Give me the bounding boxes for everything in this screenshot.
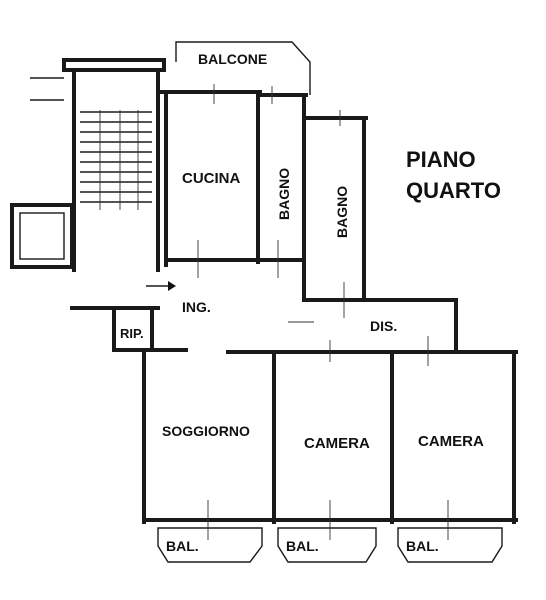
bedroom-2-walls bbox=[390, 350, 518, 524]
bathroom-1-label: BAGNO bbox=[276, 168, 292, 220]
storage-label: RIP. bbox=[120, 326, 144, 341]
bedroom-2-label: CAMERA bbox=[418, 433, 484, 450]
balcony-outlines bbox=[157, 527, 503, 563]
kitchen-walls bbox=[156, 90, 262, 267]
balcone-outline bbox=[175, 41, 311, 95]
living-room-label: SOGGIORNO bbox=[162, 423, 250, 439]
balcony-3-label: BAL. bbox=[406, 538, 439, 554]
floor-title-line2: QUARTO bbox=[406, 178, 501, 203]
balcony-1-label: BAL. bbox=[166, 538, 199, 554]
bedroom-1-label: CAMERA bbox=[304, 435, 370, 452]
living-room-walls bbox=[142, 350, 278, 524]
bathroom-2-label: BAGNO bbox=[334, 186, 350, 238]
entrance-walls bbox=[70, 281, 188, 352]
balcony-2-label: BAL. bbox=[286, 538, 319, 554]
stairwell bbox=[30, 58, 166, 272]
kitchen-label: CUCINA bbox=[182, 170, 240, 187]
bathroom-1-walls bbox=[256, 93, 308, 302]
elevator-shaft bbox=[10, 203, 74, 269]
entrance-label: ING. bbox=[182, 299, 211, 315]
floor-title-line1: PIANO bbox=[406, 147, 476, 172]
corridor-label: DIS. bbox=[370, 318, 397, 334]
bathroom-2-walls bbox=[302, 116, 458, 302]
door-window-marks bbox=[197, 84, 449, 540]
bedroom-1-walls bbox=[272, 350, 396, 524]
balcone-label: BALCONE bbox=[198, 51, 267, 67]
